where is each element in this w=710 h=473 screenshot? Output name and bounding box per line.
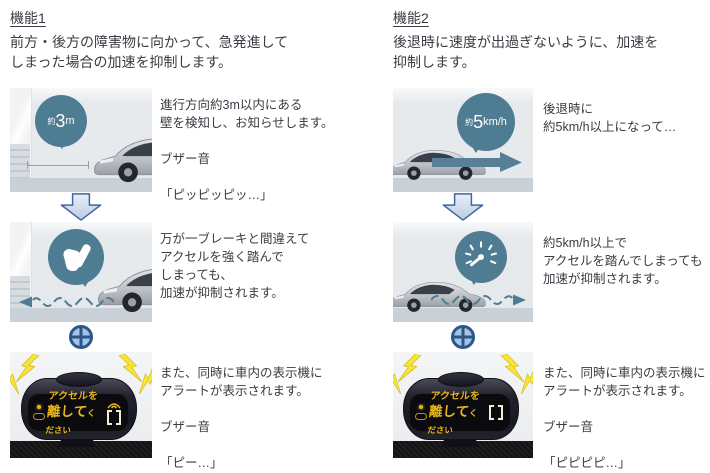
display-pedestal xyxy=(58,436,96,447)
function-1-description: 前方・後方の障害物に向かって、急発進して しまった場合の加速を抑制します。 xyxy=(10,34,289,70)
badge-value: 5 xyxy=(473,112,484,132)
alert-line-1: アクセルを xyxy=(47,391,99,403)
function-1-title: 機能1 xyxy=(10,10,46,26)
ground-graphic xyxy=(393,308,533,322)
step-2-text: 約5km/h以上で アクセルを踏んでしまっても 加速が抑制されます。 xyxy=(543,234,703,288)
step-3-buzzer: ブザー音 「ピー…」 xyxy=(160,400,323,473)
function-1-section: 機能1 前方・後方の障害物に向かって、急発進して しまった場合の加速を抑制します… xyxy=(10,8,358,470)
step-3-body: また、同時に車内の表示機に アラートが表示されます。 xyxy=(543,366,706,398)
ground-graphic xyxy=(393,178,533,192)
speedometer-icon xyxy=(465,241,497,267)
display-pedestal xyxy=(441,436,479,447)
step-2-text: 万が一ブレーキと間違えて アクセルを強く踏んで しまっても、 加速が抑制されます… xyxy=(160,230,309,302)
frame-brackets-icon xyxy=(489,405,503,420)
buzzer-label: ブザー音 xyxy=(160,152,211,166)
alert-line-2-big: 離して xyxy=(46,404,88,420)
wall-bricks-graphic xyxy=(10,144,30,180)
wavy-left-arrow-icon xyxy=(19,296,114,308)
badge-unit: km/h xyxy=(483,116,507,128)
down-arrow-icon xyxy=(441,193,485,221)
plus-connector-icon xyxy=(68,324,94,350)
ground-graphic xyxy=(10,308,152,322)
buzzer-sound: 「ピー…」 xyxy=(160,456,223,470)
buzzer-sound: 「ピッピッピッ…」 xyxy=(160,188,273,202)
signal-icon xyxy=(107,403,121,409)
alert-line-2-big: 離して xyxy=(428,404,470,420)
pedal-icon xyxy=(63,244,91,271)
ground-graphic xyxy=(10,178,152,192)
buzzer-label: ブザー音 xyxy=(160,420,211,434)
down-arrow-icon xyxy=(59,193,103,221)
display-screen: アクセルを 離してください xyxy=(28,391,128,435)
distance-measure-line xyxy=(27,161,89,169)
illustration-display-alert: アクセルを 離してください xyxy=(10,352,152,458)
indicator-icon xyxy=(418,405,423,409)
step-1-body: 進行方向約3m以内にある 壁を検知し、お知らせします。 xyxy=(160,98,334,130)
buzzer-sound: 「ピピピピ…」 xyxy=(543,456,631,470)
screen-indicators xyxy=(414,405,427,420)
step-1-text: 後退時に 約5km/h以上になって… xyxy=(543,100,676,136)
screen-right-icons xyxy=(487,405,505,420)
alert-line-1: アクセルを xyxy=(429,391,481,403)
screen-right-icons xyxy=(105,400,123,425)
screen-alert-text: アクセルを 離してください xyxy=(427,387,486,437)
step-2-body: 約5km/h以上で アクセルを踏んでしまっても 加速が抑制されます。 xyxy=(543,236,703,286)
step-1-text: 進行方向約3m以内にある 壁を検知し、お知らせします。 ブザー音 「ピッピッピッ… xyxy=(160,96,334,222)
screen-alert-text: アクセルを 離してください xyxy=(45,387,104,437)
device-knob xyxy=(56,372,102,387)
illustration-pedal-suppression xyxy=(10,222,152,322)
badge-unit: m xyxy=(65,115,75,127)
buzzer-label: ブザー音 xyxy=(543,420,594,434)
balloon-tail xyxy=(467,274,481,292)
dashboard-strip-graphic xyxy=(393,441,533,458)
balloon-tail xyxy=(78,276,92,294)
plus-connector-icon xyxy=(450,324,476,350)
device-knob xyxy=(438,372,484,387)
step-1-body: 後退時に 約5km/h以上になって… xyxy=(543,102,677,134)
dashboard-strip-graphic xyxy=(10,441,152,458)
off-indicator-icon xyxy=(414,413,427,420)
step-3-text: また、同時に車内の表示機に アラートが表示されます。 ブザー音 「ピピピピ…」 xyxy=(543,364,706,473)
step-3-buzzer: ブザー音 「ピピピピ…」 xyxy=(543,400,706,473)
illustration-speed-suppression xyxy=(393,222,533,322)
screen-indicators xyxy=(32,405,45,420)
step-1-buzzer: ブザー音 「ピッピッピッ…」 xyxy=(160,132,334,222)
badge-prefix: 約 xyxy=(47,116,56,126)
display-screen: アクセルを 離してください xyxy=(410,391,510,435)
reverse-direction-arrow-icon xyxy=(432,152,522,172)
off-indicator-icon xyxy=(32,413,45,420)
display-device: アクセルを 離してください xyxy=(21,378,137,440)
frame-brackets-icon xyxy=(107,410,121,425)
badge-value: 3 xyxy=(55,111,66,131)
car-image xyxy=(90,125,152,183)
step-3-text: また、同時に車内の表示機に アラートが表示されます。 ブザー音 「ピー…」 xyxy=(160,364,323,473)
wavy-right-arrow-icon xyxy=(431,294,526,306)
illustration-display-alert: アクセルを 離してください xyxy=(393,352,533,458)
step-2-body: 万が一ブレーキと間違えて アクセルを強く踏んで しまっても、 加速が抑制されます… xyxy=(160,232,310,300)
pedal-badge xyxy=(48,229,104,287)
balloon-tail xyxy=(55,138,69,156)
balloon-tail xyxy=(469,142,483,160)
indicator-icon xyxy=(36,405,41,409)
function-2-title: 機能2 xyxy=(393,10,429,26)
speedometer-badge xyxy=(455,231,507,285)
badge-prefix: 約 xyxy=(465,117,474,127)
function-2-description: 後退時に速度が出過ぎないように、加速を 抑制します。 xyxy=(393,34,659,70)
display-device: アクセルを 離してください xyxy=(403,378,519,440)
step-3-body: また、同時に車内の表示機に アラートが表示されます。 xyxy=(160,366,323,398)
